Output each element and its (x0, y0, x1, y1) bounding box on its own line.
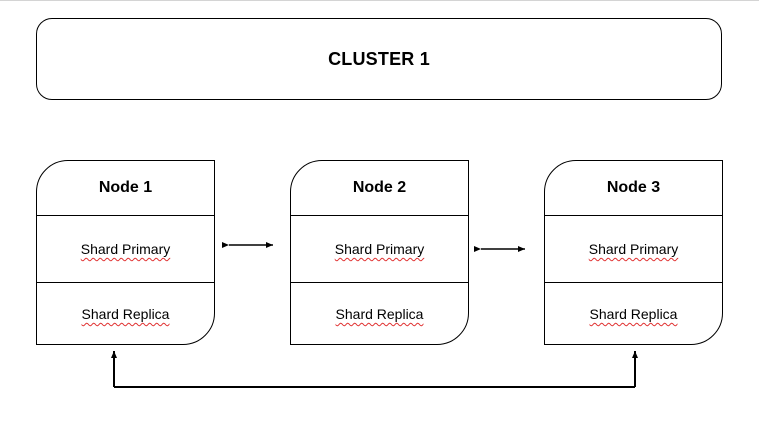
top-divider (0, 0, 759, 1)
node-3-shard-primary-label: Shard Primary (588, 241, 679, 257)
node-1-title: Node 1 (37, 161, 214, 216)
node-2-title: Node 2 (291, 161, 468, 216)
node-3-shard-primary: Shard Primary (545, 216, 722, 283)
node-2-shard-replica-label: Shard Replica (335, 306, 424, 322)
node-1-shard-replica-label: Shard Replica (81, 306, 170, 322)
node-3-title: Node 3 (545, 161, 722, 216)
node-3-shard-replica-label: Shard Replica (589, 306, 678, 322)
node-3-shard-replica: Shard Replica (545, 283, 722, 344)
node-2-shard-primary: Shard Primary (291, 216, 468, 283)
node-1-shard-replica: Shard Replica (37, 283, 214, 344)
node-2-shard-primary-label: Shard Primary (334, 241, 425, 257)
node-1-shard-primary-label: Shard Primary (80, 241, 171, 257)
node-1-shard-primary: Shard Primary (37, 216, 214, 283)
node-2-box: Node 2 Shard Primary Shard Replica (290, 160, 469, 345)
cluster-title: CLUSTER 1 (328, 48, 430, 69)
node-2-shard-replica: Shard Replica (291, 283, 468, 344)
node-3-box: Node 3 Shard Primary Shard Replica (544, 160, 723, 345)
node-1-box: Node 1 Shard Primary Shard Replica (36, 160, 215, 345)
cluster-box: CLUSTER 1 (36, 18, 722, 100)
